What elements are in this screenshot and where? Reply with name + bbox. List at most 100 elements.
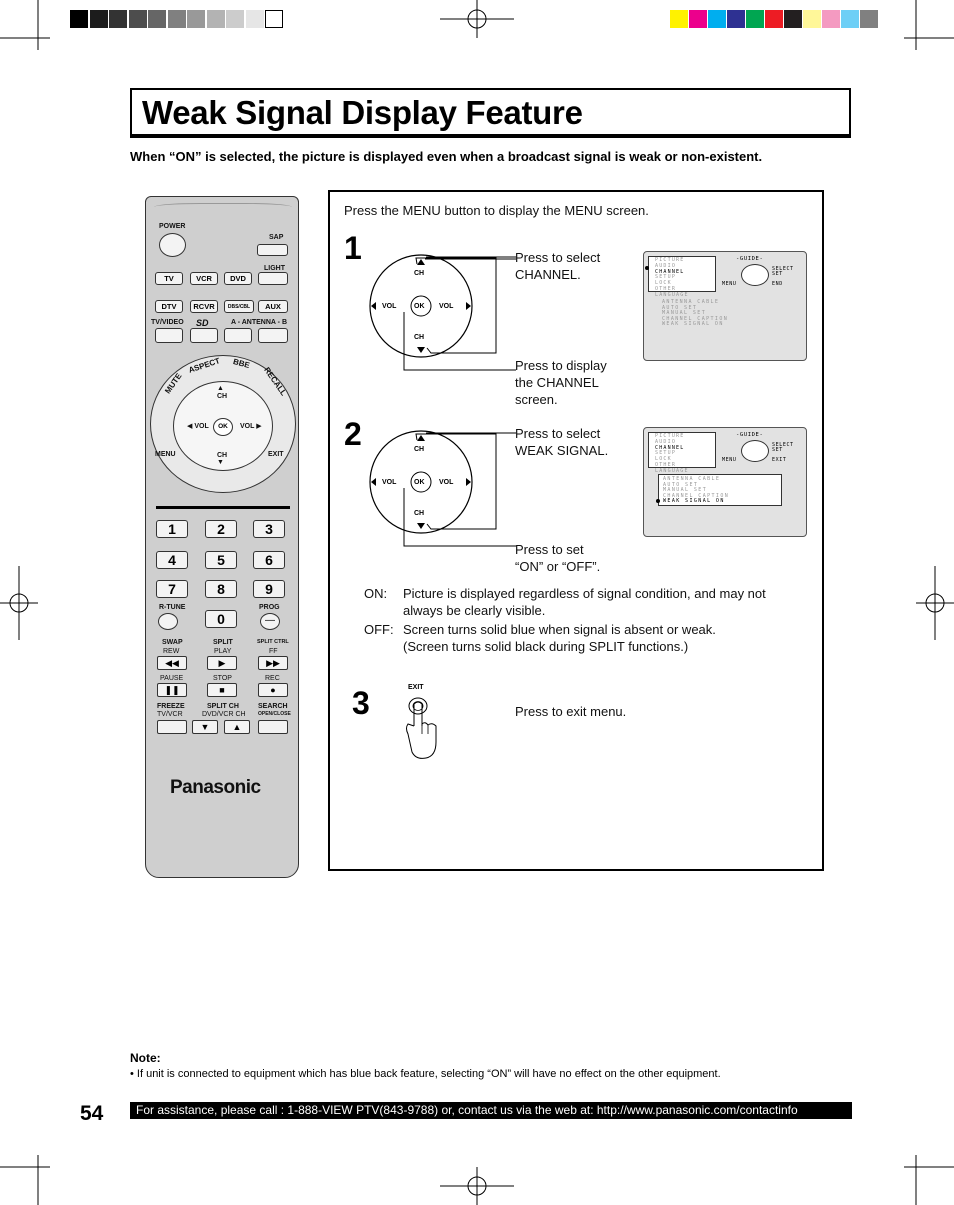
menu-1-sub-item: ANTENNA CABLE [662, 299, 720, 305]
tv-video-button[interactable] [155, 328, 183, 343]
gray-swatch [245, 10, 264, 28]
antenna-a-button[interactable] [224, 328, 252, 343]
menu-1-item: PICTURE [655, 257, 685, 263]
num-9-button[interactable]: 9 [253, 580, 285, 598]
dbs-cbl-button[interactable]: DBS/CBL [224, 300, 254, 313]
prog-label: PROG [259, 604, 280, 611]
vcr-button[interactable]: VCR [190, 272, 218, 285]
rec-button[interactable]: ● [258, 683, 288, 697]
step-2-callout-lines [403, 432, 516, 547]
dvd-button[interactable]: DVD [224, 272, 252, 285]
rew-button[interactable]: ◀◀ [157, 656, 187, 670]
menu-1-sub-item: CHANNEL CAPTION [662, 315, 729, 322]
step-1-display-line-3: screen. [515, 392, 558, 407]
num-0-button[interactable]: 0 [205, 610, 237, 628]
search-button[interactable] [258, 720, 288, 734]
color-swatch [689, 10, 707, 28]
num-4-button[interactable]: 4 [156, 551, 188, 569]
pause-button[interactable]: ❚❚ [157, 683, 187, 697]
panasonic-logo: Panasonic [170, 777, 261, 798]
menu-2-item-selected: CHANNEL [655, 444, 685, 451]
ok-button[interactable]: OK [213, 418, 233, 436]
color-swatch [860, 10, 878, 28]
off-description: Screen turns solid blue when signal is a… [403, 621, 716, 655]
tv-button[interactable]: TV [155, 272, 183, 285]
menu-screen-1: PICTURE AUDIO CHANNEL SETUP LOCK OTHER L… [643, 251, 807, 361]
r-tune-button[interactable] [158, 613, 178, 630]
play-label: PLAY [214, 648, 232, 655]
step-1-display-text: Press to display the CHANNEL screen. [515, 357, 607, 408]
note-heading: Note: [130, 1051, 161, 1065]
step-1-select-line-1: Press to select [515, 250, 601, 265]
sap-button[interactable] [257, 244, 288, 256]
exit-label[interactable]: EXIT [268, 451, 284, 458]
ch-label-top: CH [217, 393, 228, 400]
aux-button[interactable]: AUX [258, 300, 288, 313]
menu-1-sub: ANTENNA CABLE AUTO SET MANUAL SET CHANNE… [658, 298, 790, 330]
menu-2-list: PICTURE AUDIO CHANNEL SETUP LOCK OTHER L… [648, 432, 716, 474]
swap-label: SWAP [162, 639, 183, 646]
step-2-select-line-1: Press to select [515, 426, 601, 441]
num-7-button[interactable]: 7 [156, 580, 188, 598]
menu-screen-2: PICTURE AUDIO CHANNEL SETUP LOCK OTHER L… [643, 427, 807, 537]
menu-1-end: END [772, 281, 783, 287]
stop-button[interactable]: ■ [207, 683, 237, 697]
menu-1-menu: MENU [722, 281, 737, 287]
on-description-line-2: always be clearly visible. [403, 603, 546, 618]
gray-swatch [167, 10, 186, 28]
on-description-line-1: Picture is displayed regardless of signa… [403, 586, 766, 601]
color-swatch [803, 10, 821, 28]
menu-label[interactable]: MENU [155, 451, 176, 458]
menu-1-item: SETUP [655, 274, 677, 281]
menu-1-guide: -GUIDE- [736, 256, 764, 262]
ch-up-arrow-icon[interactable]: ▲ [217, 385, 224, 392]
split-ch-up-button[interactable]: ▲ [224, 720, 250, 734]
split-label: SPLIT [213, 639, 233, 646]
menu-2-sub-item-selected: WEAK SIGNAL ON [663, 498, 725, 505]
light-button[interactable] [258, 272, 288, 285]
menu-2-item: OTHER [655, 461, 677, 468]
ff-button[interactable]: ▶▶ [258, 656, 288, 670]
color-swatch [765, 10, 783, 28]
panel-intro: Press the MENU button to display the MEN… [344, 203, 649, 218]
menu-1-select: SELECT [772, 266, 794, 272]
menu-2-sub-item: CHANNEL CAPTION [663, 492, 730, 499]
menu-1-item: LOCK [655, 280, 672, 287]
sap-label: SAP [269, 234, 284, 241]
step-2-select-line-2: WEAK SIGNAL. [515, 443, 609, 458]
power-button[interactable] [159, 233, 186, 257]
split-ch-down-button[interactable]: ▼ [192, 720, 218, 734]
menu-1-cursor-icon [645, 266, 649, 270]
rcvr-button[interactable]: RCVR [190, 300, 218, 313]
play-button[interactable]: ▶ [207, 656, 237, 670]
num-2-button[interactable]: 2 [205, 520, 237, 538]
step-1-display-line-2: the CHANNEL [515, 375, 599, 390]
color-swatch [784, 10, 802, 28]
freeze-button[interactable] [157, 720, 187, 734]
num-8-button[interactable]: 8 [205, 580, 237, 598]
divider [156, 506, 290, 509]
step-1-ch-bottom: CH [414, 334, 425, 341]
menu-2-cursor-icon [656, 499, 660, 503]
split-ch-sub-label: DVD/VCR CH [202, 711, 246, 718]
menu-2-item: PICTURE [655, 433, 685, 439]
menu-2-set: SET [772, 447, 783, 453]
num-3-button[interactable]: 3 [253, 520, 285, 538]
step-2-number: 2 [344, 416, 362, 452]
ch-down-arrow-icon[interactable]: ▼ [217, 459, 224, 466]
gray-swatch [70, 10, 88, 28]
stop-label: STOP [213, 675, 232, 682]
rec-label: REC [265, 675, 280, 682]
color-swatch [727, 10, 745, 28]
menu-2-sub-item: AUTO SET [663, 481, 699, 488]
dtv-button[interactable]: DTV [155, 300, 183, 313]
prog-button[interactable]: — [260, 613, 280, 630]
gray-swatch [187, 10, 205, 28]
color-swatch [822, 10, 840, 28]
sd-button[interactable] [190, 328, 218, 343]
num-5-button[interactable]: 5 [205, 551, 237, 569]
num-6-button[interactable]: 6 [253, 551, 285, 569]
num-1-button[interactable]: 1 [156, 520, 188, 538]
antenna-b-button[interactable] [258, 328, 288, 343]
